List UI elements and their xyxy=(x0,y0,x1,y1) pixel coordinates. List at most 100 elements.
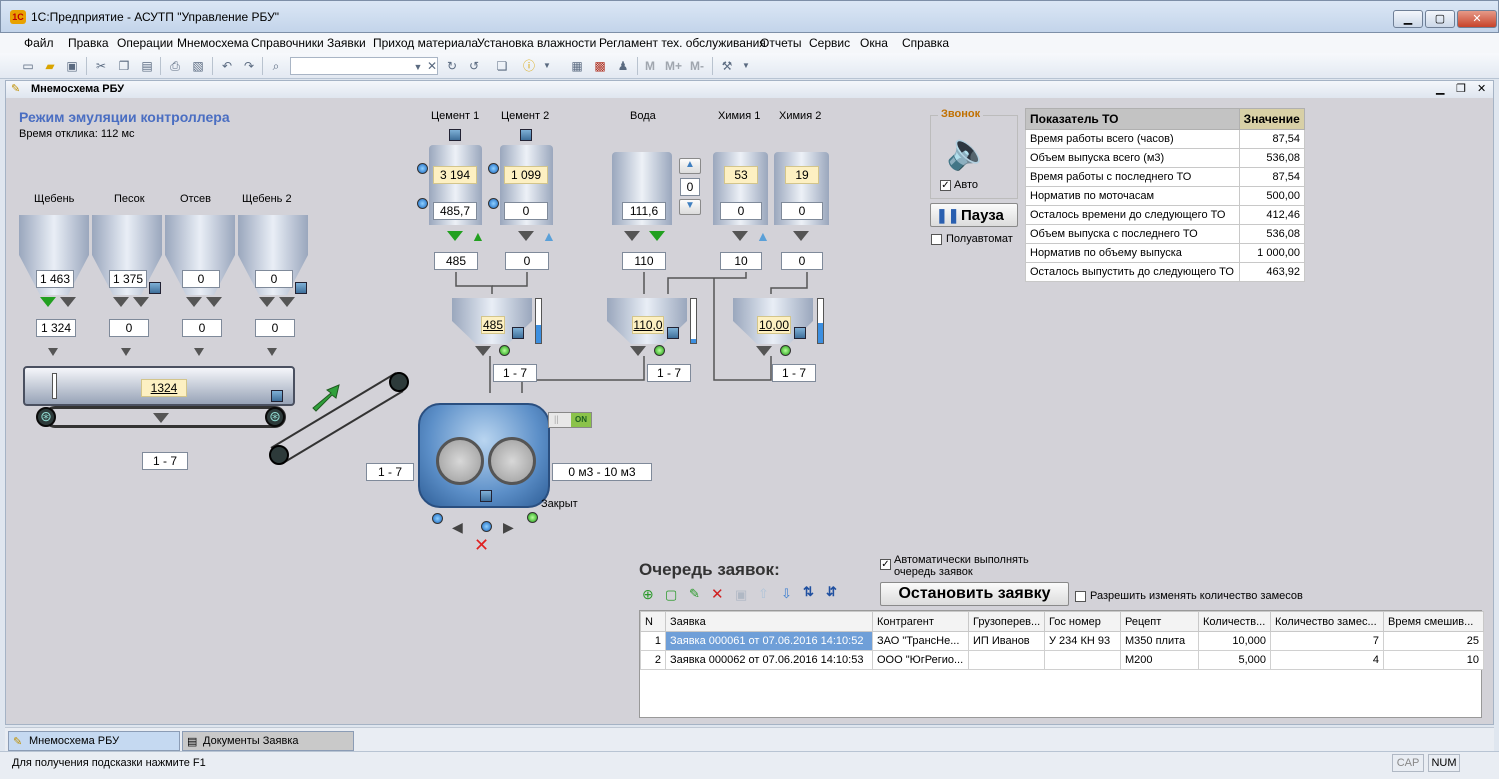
undo-icon[interactable]: ↶ xyxy=(221,59,233,73)
settings-square-icon[interactable] xyxy=(449,129,461,141)
copy-add-icon[interactable]: ▢ xyxy=(665,587,678,602)
doc-restore-icon[interactable]: ❐ xyxy=(1456,83,1466,95)
water-weight[interactable]: 110,0 xyxy=(632,316,664,334)
info-icon[interactable]: ⓘ xyxy=(522,59,535,73)
pause-button[interactable]: ❚❚ Пауза xyxy=(930,203,1018,227)
find-prev-icon[interactable]: ↺ xyxy=(468,59,480,73)
chevron-down-icon[interactable]: ▼ xyxy=(742,61,750,70)
cement-weight[interactable]: 485 xyxy=(481,316,505,334)
water-down-button[interactable]: ▼ xyxy=(679,199,701,215)
settings-square-icon[interactable] xyxy=(295,282,307,294)
aerator-indicator[interactable] xyxy=(417,198,428,209)
tab-documents[interactable]: ▤ Документы Заявка xyxy=(182,731,354,751)
chem2-dose[interactable]: 0 xyxy=(781,252,823,270)
up-arrow-icon[interactable]: ▲ xyxy=(756,228,770,244)
auto-exec-checkbox[interactable]: ✓ xyxy=(880,559,891,570)
col-batches[interactable]: Количество замес... xyxy=(1270,611,1384,632)
chem-weigher-range[interactable]: 1 - 7 xyxy=(772,364,816,382)
calculator-icon[interactable]: ▦ xyxy=(571,59,583,73)
col-mix-time[interactable]: Время смешив... xyxy=(1383,611,1484,632)
menu-mnemo[interactable]: Мнемосхема xyxy=(177,36,249,50)
open-icon[interactable]: ▰ xyxy=(45,59,55,73)
settings-square-icon[interactable] xyxy=(149,282,161,294)
sort-asc-icon[interactable]: ⇅ xyxy=(803,584,814,599)
cement1-dose[interactable]: 485 xyxy=(434,252,478,270)
copy-icon[interactable]: ❐ xyxy=(118,59,130,73)
water-weigher-range[interactable]: 1 - 7 xyxy=(647,364,691,382)
up-arrow-icon[interactable]: ▲ xyxy=(471,228,485,244)
cell-order[interactable]: Заявка 000062 от 07.06.2016 14:10:53 xyxy=(665,650,873,670)
valve-arrow-icon[interactable] xyxy=(793,231,809,241)
settings-square-icon[interactable] xyxy=(512,327,524,339)
menu-material[interactable]: Приход материала xyxy=(373,36,479,50)
aerator-indicator[interactable] xyxy=(488,198,499,209)
water-dose[interactable]: 110 xyxy=(622,252,666,270)
semiauto-checkbox[interactable] xyxy=(931,234,942,245)
valve-arrow-icon[interactable] xyxy=(624,231,640,241)
search-icon[interactable]: ⌕ xyxy=(272,59,280,73)
speaker-icon[interactable]: 🔈 xyxy=(946,130,991,171)
aggregate-dose[interactable]: 0 xyxy=(109,319,149,337)
settings-square-icon[interactable] xyxy=(271,390,283,402)
menu-humidity[interactable]: Установка влажности xyxy=(477,36,597,50)
aerator-indicator[interactable] xyxy=(488,163,499,174)
memory-minus-button[interactable]: M- xyxy=(690,59,704,73)
minimize-button[interactable]: ▁ xyxy=(1393,10,1423,28)
table-row[interactable]: 1 Заявка 000061 от 07.06.2016 14:10:52 З… xyxy=(640,631,1484,651)
menu-maintenance[interactable]: Регламент тех. обслуживания xyxy=(599,36,766,50)
col-recipe[interactable]: Рецепт xyxy=(1120,611,1199,632)
auto-checkbox[interactable]: ✓ xyxy=(940,180,951,191)
gate-arrow-icon[interactable] xyxy=(60,297,76,307)
table-row[interactable]: Объем выпуска всего (м3)536,08 xyxy=(1025,148,1306,168)
gate-arrow-icon[interactable] xyxy=(113,297,129,307)
search-input[interactable] xyxy=(290,57,438,75)
calendar-icon[interactable]: ▩ xyxy=(594,59,606,73)
chem1-dose[interactable]: 10 xyxy=(720,252,762,270)
gate-arrow-icon[interactable] xyxy=(186,297,202,307)
doc-close-icon[interactable]: ✕ xyxy=(1477,83,1487,95)
gate-open-arrow-icon[interactable] xyxy=(40,297,56,307)
aggregate-dose[interactable]: 1 324 xyxy=(36,319,76,337)
col-contractor[interactable]: Контрагент xyxy=(872,611,969,632)
table-row[interactable]: 2 Заявка 000062 от 07.06.2016 14:10:53 О… xyxy=(640,650,1484,670)
chevron-down-icon[interactable]: ▼ xyxy=(413,62,423,72)
discharge-arrow-icon[interactable] xyxy=(475,346,491,356)
save-icon[interactable]: ▣ xyxy=(66,59,78,73)
stop-order-button[interactable]: Остановить заявку xyxy=(880,582,1069,606)
aerator-indicator[interactable] xyxy=(417,163,428,174)
col-carrier[interactable]: Грузоперев... xyxy=(968,611,1045,632)
table-row[interactable]: Время работы всего (часов)87,54 xyxy=(1025,129,1306,149)
gate-arrow-icon[interactable] xyxy=(259,297,275,307)
windows-icon[interactable]: ❏ xyxy=(496,59,508,73)
tab-mnemo[interactable]: ✎ Мнемосхема РБУ xyxy=(8,731,180,751)
gate-arrow-icon[interactable] xyxy=(133,297,149,307)
add-icon[interactable]: ⊕ xyxy=(642,586,654,602)
mixer-switch[interactable]: || ON xyxy=(548,412,592,428)
move-down-icon[interactable]: ⇩ xyxy=(781,586,792,601)
gate-arrow-icon[interactable] xyxy=(279,297,295,307)
settings-square-icon[interactable] xyxy=(667,327,679,339)
menu-windows[interactable]: Окна xyxy=(860,36,888,50)
preview-icon[interactable]: ▧ xyxy=(192,59,204,73)
discharge-arrow-icon[interactable] xyxy=(756,346,772,356)
col-n[interactable]: N xyxy=(640,611,666,632)
right-arrow-icon[interactable]: ▶ xyxy=(503,519,514,535)
col-order[interactable]: Заявка xyxy=(665,611,873,632)
water-step[interactable]: 0 xyxy=(680,178,700,196)
aggregate-dose[interactable]: 0 xyxy=(182,319,222,337)
chem-weight[interactable]: 10,00 xyxy=(757,316,791,334)
menu-edit[interactable]: Правка xyxy=(68,36,109,50)
memory-plus-button[interactable]: M+ xyxy=(665,59,683,73)
cement2-dose[interactable]: 0 xyxy=(505,252,549,270)
close-button[interactable]: ✕ xyxy=(1457,10,1497,28)
maximize-button[interactable]: ▢ xyxy=(1425,10,1455,28)
redo-icon[interactable]: ↷ xyxy=(243,59,255,73)
menu-service[interactable]: Сервис xyxy=(809,36,851,50)
mixer-range[interactable]: 1 - 7 xyxy=(366,463,414,481)
water-up-button[interactable]: ▲ xyxy=(679,158,701,174)
